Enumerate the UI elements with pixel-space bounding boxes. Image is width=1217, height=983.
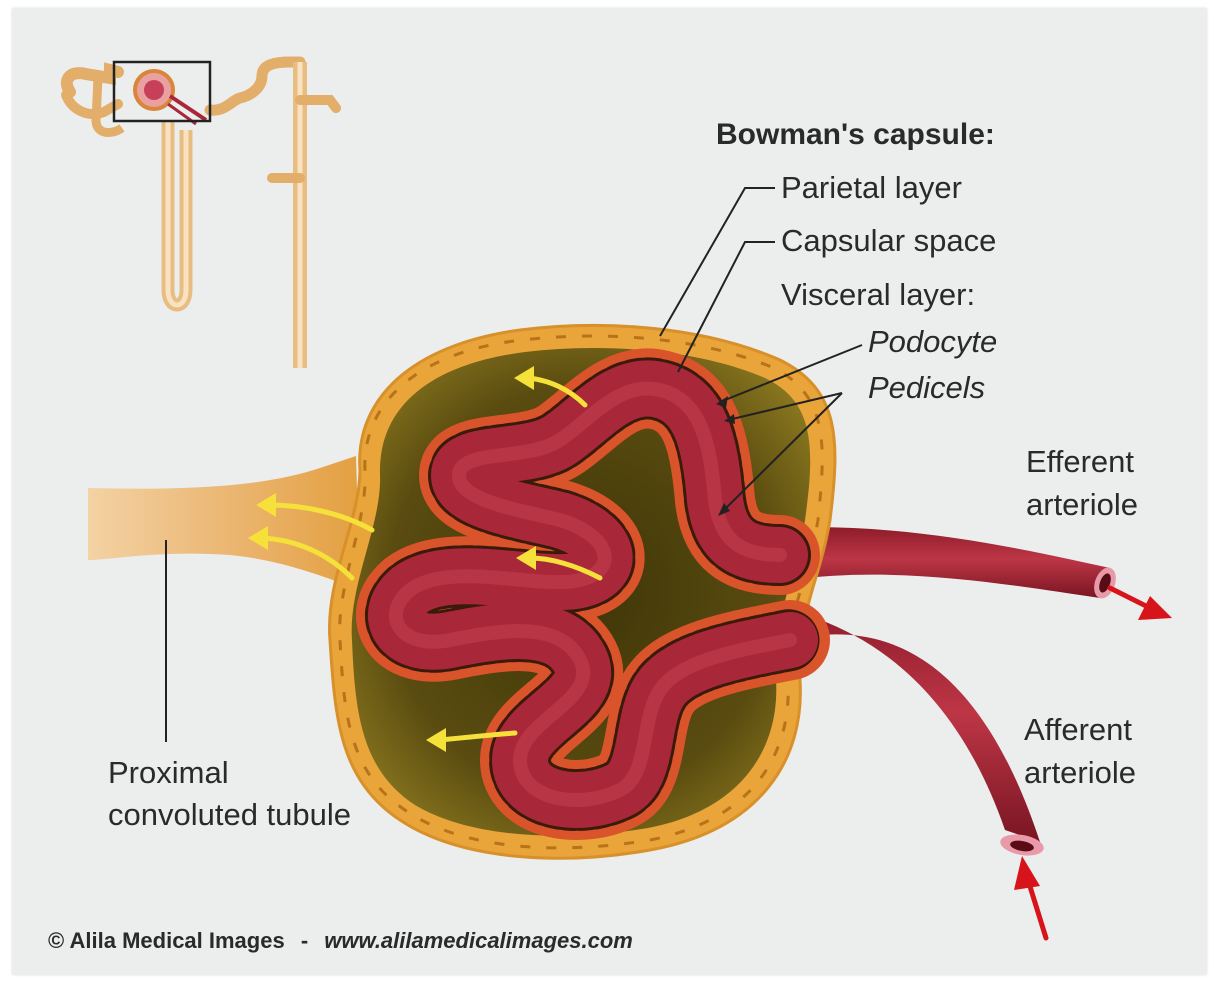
label-visceral-layer: Visceral layer:: [781, 277, 975, 313]
efferent-arteriole: [780, 527, 1120, 601]
copyright-url: www.alilamedicalimages.com: [324, 928, 633, 953]
label-afferent-line2: arteriole: [1024, 755, 1136, 791]
label-proximal-line2: convoluted tubule: [108, 797, 351, 833]
label-parietal-layer: Parietal layer: [781, 170, 962, 206]
label-efferent-line2: arteriole: [1026, 487, 1138, 523]
label-proximal-line1: Proximal: [108, 755, 229, 791]
label-bowmans-capsule: Bowman's capsule:: [716, 117, 995, 153]
label-pedicels: Pedicels: [868, 370, 985, 406]
copyright-line: © Alila Medical Images - www.alilamedica…: [48, 928, 633, 954]
label-efferent-line1: Efferent: [1026, 444, 1134, 480]
copyright-separator: -: [301, 928, 308, 953]
nephron-inset-thumbnail: [66, 62, 336, 368]
label-podocyte: Podocyte: [868, 324, 997, 360]
label-afferent-line1: Afferent: [1024, 712, 1132, 748]
proximal-tubule: [88, 456, 360, 590]
copyright-owner: © Alila Medical Images: [48, 928, 285, 953]
label-capsular-space: Capsular space: [781, 223, 996, 259]
